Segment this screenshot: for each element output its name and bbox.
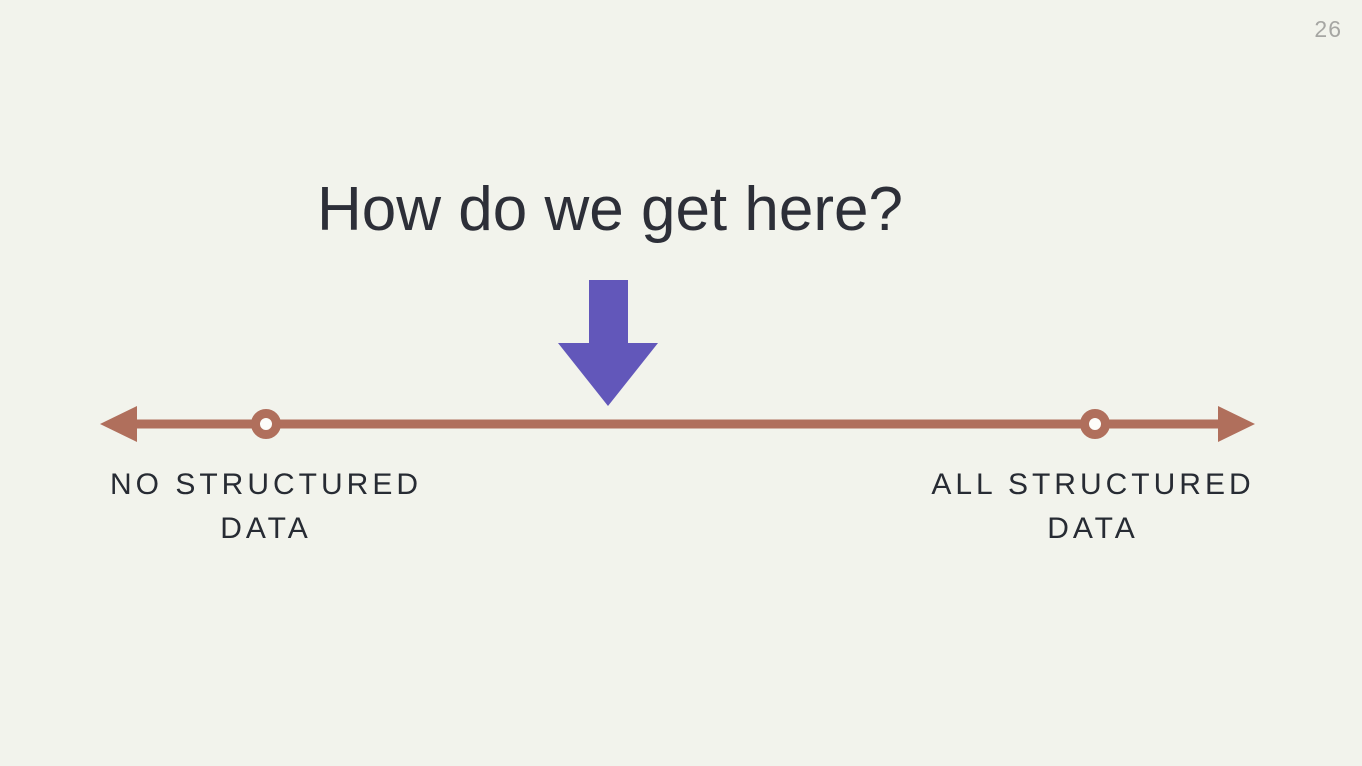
down-arrow-icon bbox=[558, 280, 658, 406]
spectrum-axis bbox=[100, 406, 1255, 442]
arrowhead-left-icon bbox=[100, 406, 137, 442]
axis-label-left: NO STRUCTURED DATA bbox=[66, 463, 466, 551]
ring-marker-left-icon bbox=[251, 409, 281, 439]
ring-marker-right-icon bbox=[1080, 409, 1110, 439]
axis-label-right: ALL STRUCTURED DATA bbox=[893, 463, 1293, 551]
axis-label-right-line1: ALL STRUCTURED bbox=[931, 468, 1255, 501]
axis-label-right-line2: DATA bbox=[1047, 512, 1139, 545]
arrowhead-right-icon bbox=[1218, 406, 1255, 442]
page-number: 26 bbox=[1314, 16, 1342, 42]
axis-label-left-line2: DATA bbox=[220, 512, 312, 545]
axis-label-left-line1: NO STRUCTURED bbox=[110, 468, 422, 501]
slide-title: How do we get here? bbox=[317, 175, 903, 244]
